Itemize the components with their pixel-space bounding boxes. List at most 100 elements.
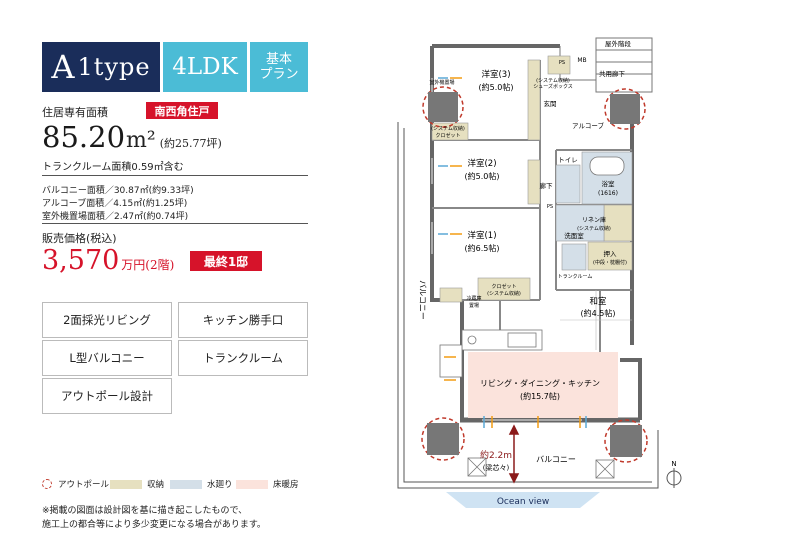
spec-alcove: アルコーブ面積／4.15㎡(約1.25坪) [42,199,188,209]
compass-icon [666,468,682,488]
area-value: 85.20 [42,120,126,154]
legend-water: 水廻り [170,478,233,490]
oshiire-label: 押入 [604,249,618,258]
note-line1: ※掲載の図面は設計図を基に描き起こしたもので、 [42,506,248,516]
washitsu-name: 和室 [589,296,607,307]
depth-sub: (梁芯々) [483,463,510,472]
room1-name: 洋室(1) [467,230,496,241]
legend-storage: 収納 [110,478,164,490]
ocean-view-label: Ocean view [497,497,549,507]
floor-heating-area [468,352,618,418]
genkan-label: 玄関 [544,99,557,108]
trunk-room-label: トランクルーム [558,274,593,280]
ventilation-arrows [444,77,581,428]
ventilation-arrows-blue [438,77,587,428]
balcony-bottom-label: バルコニー [536,455,576,464]
divider-2 [42,223,308,224]
rouka-label: 廊下 [540,181,554,190]
linen-label: リネン庫 [582,216,606,224]
kitchen [439,329,543,378]
legend-water-label: 水廻り [207,480,233,490]
type-letter: A [51,48,76,86]
legend-floorheat: 床暖房 [236,478,299,490]
feature-outpole: アウトポール設計 [42,378,172,414]
ldk-label: 4LDK [172,54,238,80]
pipe-label: PS [547,204,553,210]
room1-size: (約6.5帖) [465,243,500,253]
water-areas [555,151,633,271]
last-unit-badge: 最終1邸 [190,251,262,271]
room2-size: (約5.0帖) [465,171,500,181]
legend-outpole: アウトポール [42,478,109,490]
closet2-sub: (システム収納) [487,290,521,297]
water-swatch [170,479,202,489]
closet-label: クロゼット [435,132,460,139]
ldk-tab: 4LDK [163,42,247,92]
reizouko-sub: 置場 [469,302,479,309]
floorheat-swatch [236,479,268,489]
balcony-side-label: バルコニー [418,280,427,320]
type-suffix: 1type [77,53,151,81]
divider-1 [42,175,308,176]
plan-line1: 基本 [265,52,292,67]
price-label: 販売価格(税込) [42,232,117,245]
balcony-outline [397,122,659,489]
shoes-sub: シューズボックス [533,83,573,90]
legend-storage-label: 収納 [147,480,165,490]
legend-floorheat-label: 床暖房 [273,480,299,490]
feature-kitchen-door: キッチン勝手口 [178,302,308,338]
feature-trunk-room: トランクルーム [178,340,308,376]
depth-arrow [508,424,520,484]
note-line2: 施工上の都合等により多少変更になる場合があります。 [42,520,266,530]
spec-outdoor-unit: 室外機置場面積／2.47㎡(約0.74坪) [42,212,189,222]
room3-name: 洋室(3) [481,69,510,80]
feature-2side-light: 2面採光リビング [42,302,172,338]
outpole-bottom-right [604,419,648,463]
outpole-top-left [422,86,464,128]
toilet-label: トイレ [558,156,578,164]
alcove-label: アルコーブ [572,121,604,130]
tatami [560,290,632,350]
oshiire-sub: (中段・枕棚付) [593,259,627,266]
price-value: 3,570 [42,245,120,276]
mb-label: MB [577,57,586,64]
outpoles [421,86,648,463]
bath-name: 浴室 [602,179,616,188]
room3-size: (約5.0帖) [479,82,514,92]
area-unit: m² [126,128,156,153]
reizouko-label: 冷蔵庫 [466,295,481,302]
ocean-view-arrow [446,492,600,508]
linen-sub: (システム収納) [577,225,611,232]
legend-outpole-label: アウトポール [58,480,110,490]
shoes-label: (システム収納) [536,77,570,84]
outpole-legend-icon [42,479,52,489]
compass-label: N [671,460,676,468]
closet-sub: (システム収納) [431,125,465,132]
spec-balcony: バルコニー面積／30.87㎡(約9.33坪) [42,186,194,196]
price-row: 3,570 万円(2階) [42,245,174,276]
area-label: 住居専有面積 [42,106,108,119]
outpole-top-right [604,88,646,130]
kyoyo-rouka-label: 共用廊下 [599,69,626,78]
plan-tab: 基本プラン [250,42,308,92]
trunk-area: トランクルーム面積0.59㎡含む [42,162,184,173]
ldk-size: (約15.7帖) [520,391,560,401]
washitsu-size: (約4.5帖) [581,308,616,318]
bathtub [589,156,625,176]
ps-label: PS [559,60,565,66]
feature-l-balcony: L型バルコニー [42,340,172,376]
area-value-row: 85.20 m² (約25.77坪) [42,120,222,154]
okugai-kaidan-label: 屋外階段 [605,39,632,48]
plan-line2: プラン [259,67,299,82]
outdoor-unit-marks [467,457,615,479]
senmen-label: 洗面室 [564,231,584,240]
storage-swatch [110,479,142,489]
bath-size: (1616) [598,190,618,197]
price-unit: 万円(2階) [121,258,175,272]
storage-areas [431,55,633,303]
area-tsubo: (約25.77坪) [159,137,222,150]
outpole-bottom-left [421,417,465,461]
ldk-name: リビング・ダイニング・キッチン [480,378,600,388]
